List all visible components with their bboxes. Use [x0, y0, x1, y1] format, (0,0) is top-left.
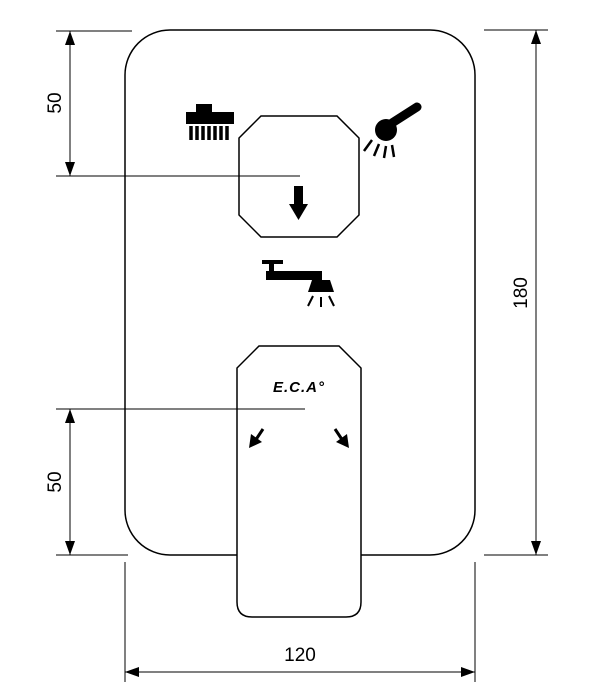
dim-label-width: 120	[284, 645, 316, 666]
rotate-left-arrow-icon	[249, 428, 265, 448]
down-arrow-icon	[289, 186, 308, 220]
dim-label-top-offset: 50	[45, 92, 66, 113]
handle-outline	[236, 345, 362, 618]
dim-label-bottom-offset: 50	[45, 471, 66, 492]
handle: E.C.A°	[236, 345, 362, 618]
dim-label-height: 180	[511, 277, 532, 309]
hand-shower-icon	[362, 102, 422, 159]
brand-logo: E.C.A°	[273, 379, 325, 396]
dimension-top-offset: 50	[45, 30, 300, 177]
tub-spout-icon	[186, 104, 234, 140]
rotate-right-arrow-icon	[333, 428, 349, 448]
shower-arm-icon	[262, 260, 335, 307]
dimension-bottom-offset: 50	[45, 408, 305, 556]
dimension-height: 180	[484, 29, 548, 556]
dimension-width: 120	[124, 562, 476, 682]
